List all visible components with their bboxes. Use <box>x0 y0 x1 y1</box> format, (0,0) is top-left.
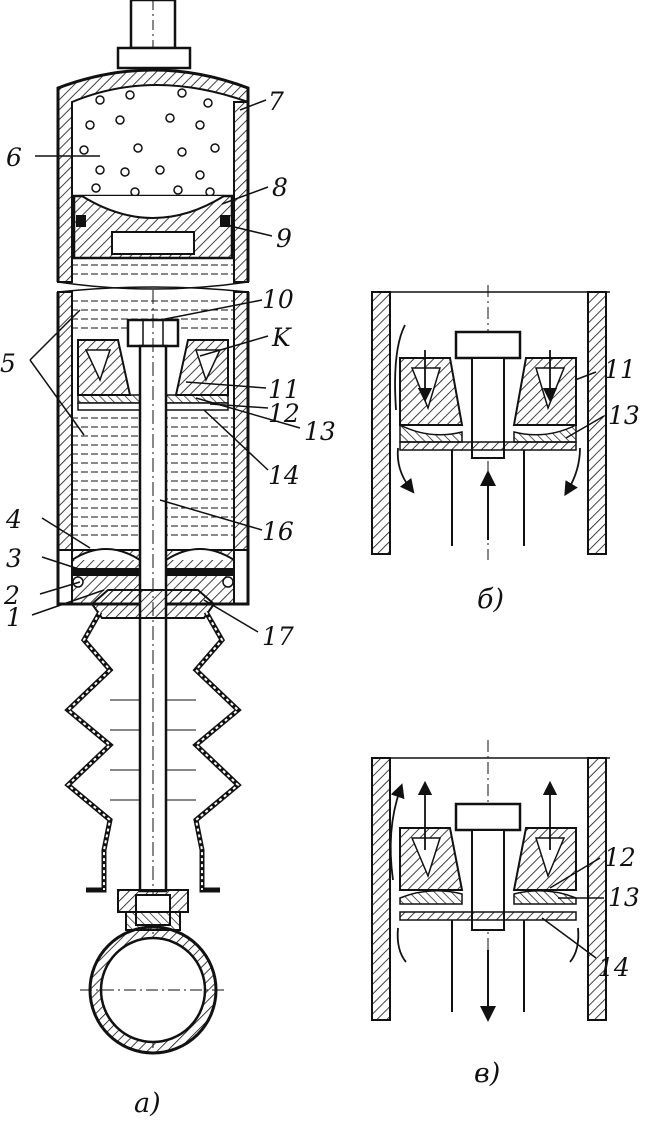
label-6: 6 <box>6 143 22 172</box>
label-7: 7 <box>268 87 284 116</box>
detail-view-rebound <box>371 740 610 1022</box>
main-section-view <box>56 0 250 1055</box>
label-8: 8 <box>272 173 288 202</box>
caption-b: б) <box>477 584 504 615</box>
detail-v-label-13: 13 <box>608 883 640 912</box>
label-16: 16 <box>262 517 294 546</box>
detail-v-label-12: 12 <box>604 843 636 872</box>
detail-b-label-11: 11 <box>604 355 636 384</box>
caption-a: а) <box>134 1088 161 1119</box>
label-K: K <box>271 323 292 352</box>
detail-view-compression <box>371 285 610 560</box>
label-3: 3 <box>6 544 22 573</box>
label-4: 4 <box>5 505 22 534</box>
label-12: 12 <box>268 399 300 428</box>
leader-lines-main <box>29 99 301 633</box>
label-13: 13 <box>304 417 336 446</box>
label-5: 5 <box>0 349 16 378</box>
label-2: 2 <box>3 581 20 610</box>
label-14: 14 <box>268 461 300 490</box>
label-11: 11 <box>268 375 300 404</box>
label-17: 17 <box>262 622 294 651</box>
label-1: 1 <box>6 603 22 632</box>
label-10: 10 <box>262 285 294 314</box>
caption-v: в) <box>474 1058 500 1089</box>
gas-bubbles <box>79 88 220 212</box>
detail-v-label-14: 14 <box>598 953 630 982</box>
detail-b-label-13: 13 <box>608 401 640 430</box>
label-9: 9 <box>276 224 292 253</box>
